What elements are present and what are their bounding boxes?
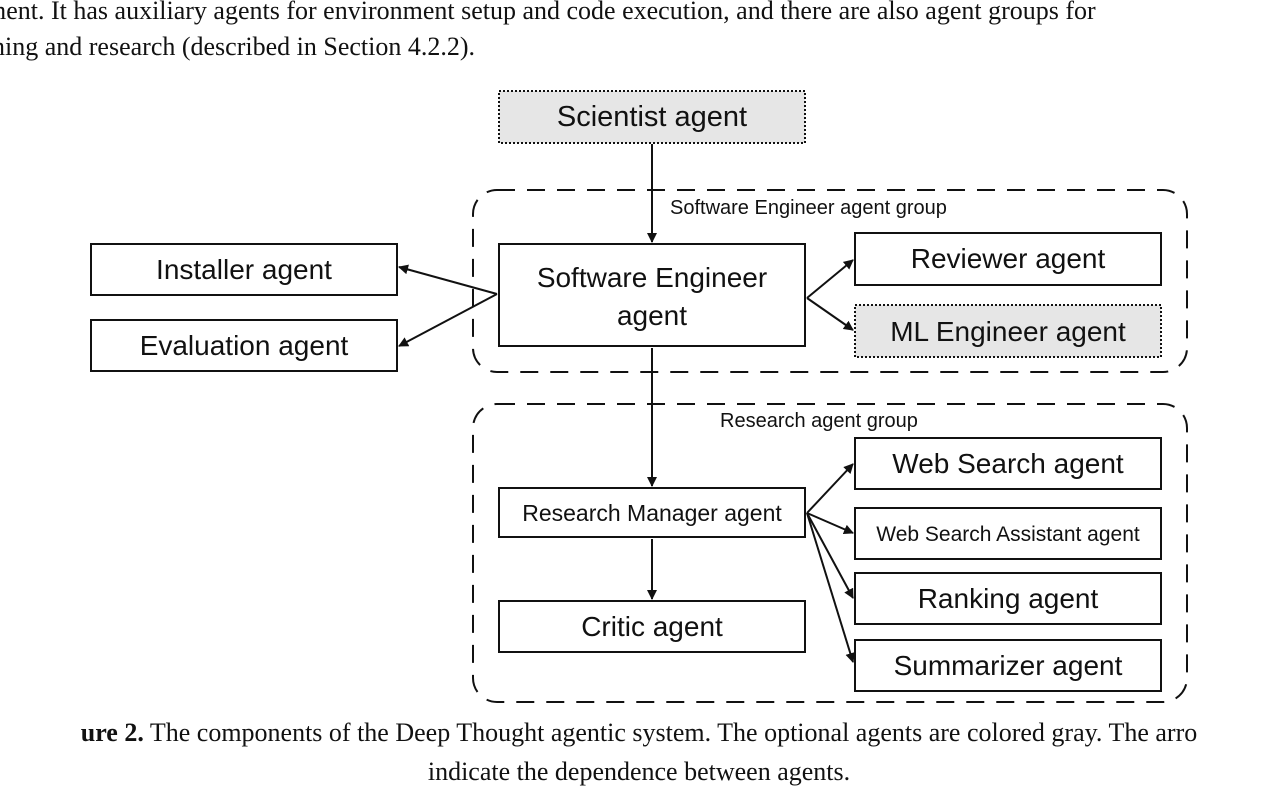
critic-agent-box <box>498 600 806 653</box>
ranking-agent-label: Ranking agent <box>918 583 1099 614</box>
web-search-assistant-agent-label: Web Search Assistant agent <box>876 523 1140 546</box>
arrow-rm-to-web-search-assistant <box>806 512 854 534</box>
paragraph-line: ning and research (described in Section … <box>0 32 476 61</box>
ml-engineer-agent-box <box>854 304 1162 358</box>
arrow-rm-to-ranking <box>806 512 854 599</box>
arrow-se-to-installer <box>398 264 498 295</box>
web-search-agent-box <box>854 437 1162 490</box>
web-search-assistant-agent-box <box>854 507 1162 560</box>
software-engineer-group-label: Software Engineer agent group <box>670 197 947 219</box>
caption-label: ure 2. <box>80 718 144 747</box>
web-search-agent-label: Web Search agent <box>892 448 1124 479</box>
software-engineer-agent-label-line2: agent <box>617 300 687 331</box>
reviewer-agent-box <box>854 232 1162 286</box>
software-engineer-agent-label-line1: Software Engineer <box>537 262 767 293</box>
research-group-label: Research agent group <box>720 410 918 432</box>
evaluation-agent-box <box>90 319 398 372</box>
installer-agent-box <box>90 243 398 296</box>
evaluation-agent-label: Evaluation agent <box>140 330 349 361</box>
arrow-se-to-ml-engineer <box>806 297 854 331</box>
installer-agent-label: Installer agent <box>156 254 332 285</box>
ml-engineer-agent-label: ML Engineer agent <box>890 316 1126 347</box>
software-engineer-group-box <box>472 189 1188 373</box>
summarizer-agent-label: Summarizer agent <box>894 650 1123 681</box>
software-engineer-agent-box <box>498 243 806 347</box>
scientist-agent-box <box>498 90 806 144</box>
ranking-agent-box <box>854 572 1162 625</box>
figure-caption-line2: indicate the dependence between agents. <box>427 757 851 786</box>
critic-agent-label: Critic agent <box>581 611 723 642</box>
research-manager-agent-box <box>498 487 806 538</box>
research-manager-agent-label: Research Manager agent <box>522 500 782 526</box>
caption-text: The components of the Deep Thought agent… <box>143 718 1198 747</box>
summarizer-agent-box <box>854 639 1162 692</box>
research-group-box <box>472 403 1188 703</box>
scientist-agent-label: Scientist agent <box>557 101 747 133</box>
figure-caption: ure 2. The components of the Deep Though… <box>0 718 1278 748</box>
arrow-rm-to-summarizer <box>806 512 856 663</box>
arrow-se-to-reviewer <box>806 259 854 299</box>
paragraph-line: opment. It has auxiliary agents for envi… <box>0 0 1096 25</box>
arrow-se-to-evaluation <box>398 293 498 347</box>
reviewer-agent-label: Reviewer agent <box>911 243 1106 274</box>
arrow-rm-to-web-search <box>806 463 854 514</box>
